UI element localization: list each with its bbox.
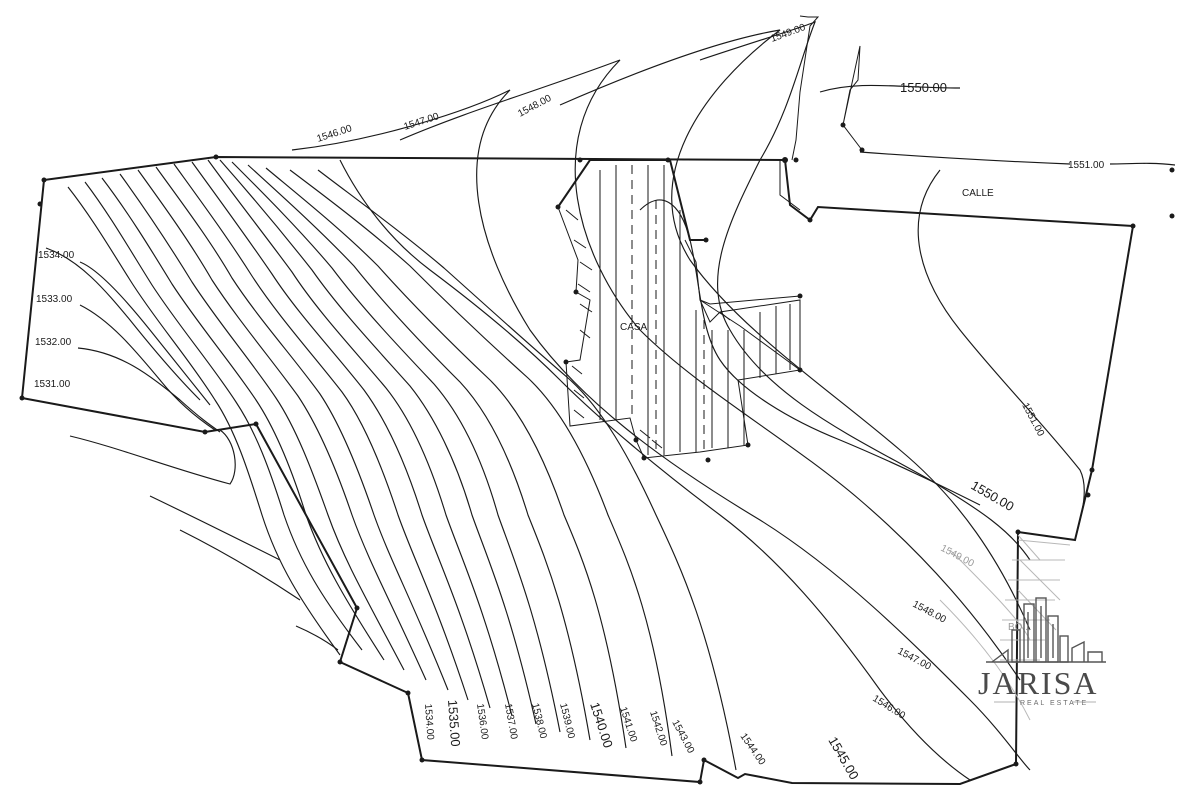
- contour-label: 1544.00: [738, 731, 768, 767]
- survey-points: [19, 122, 1175, 785]
- contour-label: 1538.00: [529, 702, 549, 740]
- contour-label: 1534.00: [38, 250, 75, 261]
- building-skyline-icon: [986, 597, 1106, 663]
- contour-label: 1539.00: [557, 702, 577, 740]
- brand-tagline: REAL ESTATE: [1020, 700, 1088, 707]
- contour-label: 1536.00: [474, 703, 490, 741]
- contour-label: 1541.00: [617, 706, 639, 744]
- lower-area-label: BO...: [1008, 622, 1031, 633]
- property-boundary: [21, 15, 1134, 786]
- hatched-area: [939, 534, 1071, 721]
- contour-label: 1549.00: [769, 22, 807, 45]
- contour-label: 1531.00: [34, 379, 71, 390]
- contour-label: 1537.00: [502, 703, 519, 741]
- contour-lines: [45, 20, 1176, 781]
- contour-label: 1533.00: [36, 294, 73, 305]
- brand-name: JARISA: [978, 665, 1098, 701]
- contour-label: 1540.00: [587, 700, 616, 749]
- contour-label: 1534.00: [422, 703, 436, 740]
- contour-label: 1545.00: [825, 734, 861, 782]
- contour-label: 1535.00: [445, 699, 463, 747]
- contour-label: 1532.00: [35, 337, 72, 348]
- jarisa-logo: JARISA REAL ESTATE: [978, 597, 1106, 707]
- contour-label: 1550.00: [900, 80, 947, 95]
- contour-label: 1547.00: [403, 111, 441, 133]
- contour-label: 1548.00: [516, 93, 553, 120]
- street-label: CALLE: [962, 188, 994, 199]
- house-footprint: [557, 159, 801, 459]
- contour-label: 1551.00: [1019, 401, 1046, 438]
- contour-label: 1543.00: [669, 718, 696, 755]
- house-label: CASA: [620, 322, 648, 333]
- contour-label: 1551.00: [1068, 160, 1105, 171]
- contour-label: 1546.00: [870, 693, 907, 722]
- contour-label: 1547.00: [896, 646, 933, 673]
- contour-label: 1549.00: [939, 543, 976, 570]
